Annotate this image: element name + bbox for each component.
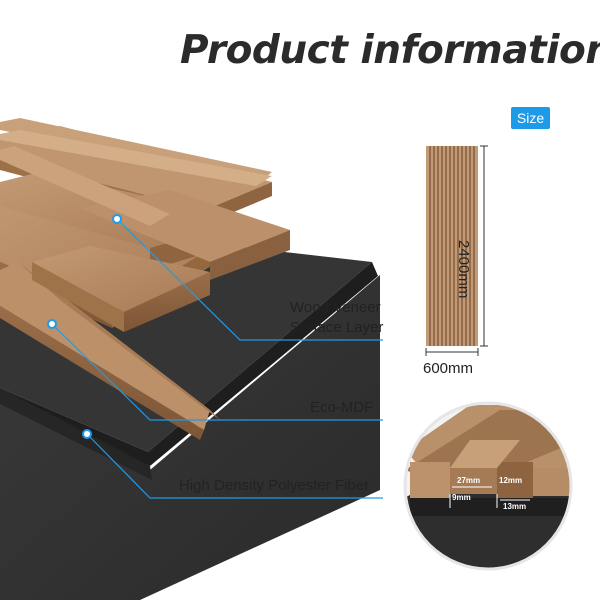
label-polyester-fiber: High Density Polyester Fiber <box>179 477 370 494</box>
gap-label: 13mm <box>503 502 527 511</box>
label-eco-mdf: Eco-MDF <box>310 399 374 416</box>
slat-height-label: 12mm <box>499 476 523 485</box>
label-wood-veneer-line2: Surface Layer <box>290 319 384 336</box>
mdf-slats <box>0 118 290 440</box>
slat-width-label: 27mm <box>457 476 481 485</box>
page-title: Product information <box>180 28 600 73</box>
size-badge: Size <box>511 107 550 129</box>
veneer-strips <box>0 130 272 226</box>
panel-height-label: 2400mm <box>455 240 472 299</box>
leader-lines <box>51 218 383 499</box>
leader-dots <box>47 214 122 439</box>
panel-size-diagram <box>425 145 488 356</box>
detail-circle-border <box>403 401 573 571</box>
felt-thickness-label: 9mm <box>452 493 471 502</box>
label-wood-veneer-line1: Wood Veneer <box>290 299 381 316</box>
cross-section-detail <box>405 403 571 569</box>
panel-width-label: 600mm <box>423 360 474 377</box>
